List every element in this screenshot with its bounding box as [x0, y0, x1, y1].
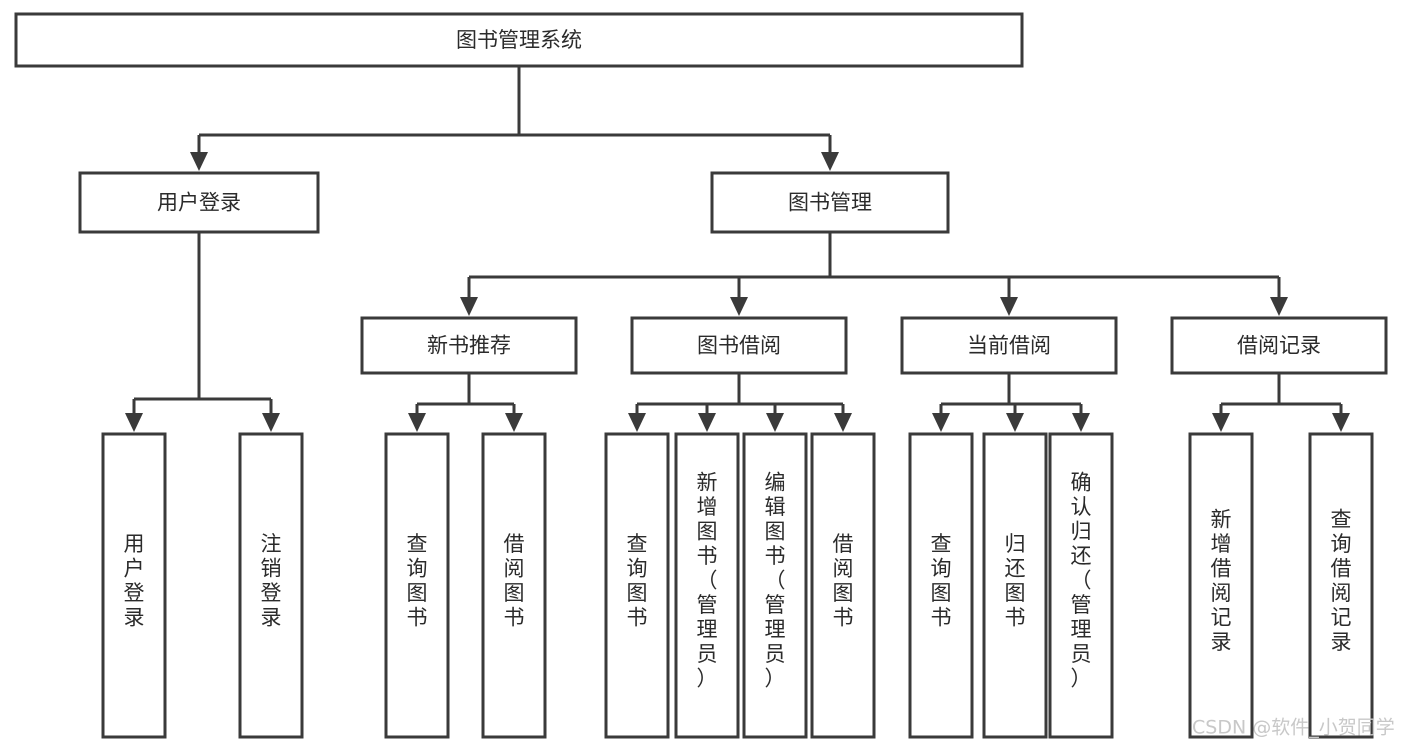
node-box-current-borrow[interactable] [900, 316, 1118, 375]
node-box-leaf-add-book[interactable] [674, 432, 740, 739]
node-label-leaf-edit-book: 编辑图书（管理员） [765, 471, 786, 691]
node-label-leaf-user-login: 用户登录 [124, 532, 145, 630]
node-label-leaf-add-book: 新增图书（管理员） [697, 471, 718, 691]
node-label-leaf-borrow-book-1: 借阅图书 [504, 532, 525, 630]
node-label-leaf-return-book: 归还图书 [1005, 532, 1026, 630]
node-label-borrow-record: 借阅记录 [1237, 334, 1321, 358]
node-current-borrow[interactable]: 当前借阅 [900, 316, 1118, 375]
node-leaf-logout[interactable]: 注销登录 [238, 432, 304, 739]
node-layer: 图书管理系统用户登录图书管理新书推荐图书借阅当前借阅借阅记录用户登录注销登录查询… [14, 12, 1388, 739]
node-label-new-book-rec: 新书推荐 [427, 334, 511, 358]
node-leaf-borrow-book-2[interactable]: 借阅图书 [810, 432, 876, 739]
node-label-leaf-add-record: 新增借阅记录 [1211, 507, 1232, 654]
node-book-manage[interactable]: 图书管理 [710, 171, 950, 234]
node-box-leaf-logout[interactable] [238, 432, 304, 739]
node-box-leaf-add-record[interactable] [1188, 432, 1254, 739]
node-box-leaf-query-book-3[interactable] [908, 432, 974, 739]
node-leaf-add-record[interactable]: 新增借阅记录 [1188, 432, 1254, 739]
node-box-leaf-return-book[interactable] [982, 432, 1048, 739]
node-leaf-borrow-book-1[interactable]: 借阅图书 [481, 432, 547, 739]
node-leaf-add-book[interactable]: 新增图书（管理员） [674, 432, 740, 739]
node-box-new-book-rec[interactable] [360, 316, 578, 375]
connector-user-login [125, 232, 280, 432]
node-leaf-query-book-2[interactable]: 查询图书 [604, 432, 670, 739]
connector-book-borrow [628, 373, 852, 432]
connector-current-borrow [932, 373, 1090, 432]
node-leaf-return-book[interactable]: 归还图书 [982, 432, 1048, 739]
connector-layer [125, 66, 1350, 432]
node-label-leaf-query-record: 查询借阅记录 [1331, 507, 1352, 654]
node-label-book-borrow: 图书借阅 [697, 334, 781, 358]
node-leaf-confirm-return[interactable]: 确认归还（管理员） [1048, 432, 1114, 739]
watermark-layer: CSDN @软件_小贺同学 [1192, 717, 1395, 739]
node-box-user-login[interactable] [78, 171, 320, 234]
node-label-leaf-confirm-return: 确认归还（管理员） [1071, 471, 1092, 691]
node-label-leaf-logout: 注销登录 [261, 532, 282, 630]
node-user-login[interactable]: 用户登录 [78, 171, 320, 234]
node-label-book-manage: 图书管理 [788, 191, 872, 215]
connector-borrow-record [1212, 373, 1350, 432]
node-leaf-query-book-3[interactable]: 查询图书 [908, 432, 974, 739]
csdn-watermark: CSDN @软件_小贺同学 [1192, 717, 1395, 739]
node-leaf-user-login[interactable]: 用户登录 [101, 432, 167, 739]
node-new-book-rec[interactable]: 新书推荐 [360, 316, 578, 375]
node-label-root: 图书管理系统 [456, 28, 582, 52]
node-borrow-record[interactable]: 借阅记录 [1170, 316, 1388, 375]
node-box-leaf-query-book-1[interactable] [384, 432, 450, 739]
node-label-leaf-query-book-2: 查询图书 [627, 532, 648, 630]
node-book-borrow[interactable]: 图书借阅 [630, 316, 848, 375]
node-box-book-borrow[interactable] [630, 316, 848, 375]
node-box-leaf-edit-book[interactable] [742, 432, 808, 739]
node-leaf-query-book-1[interactable]: 查询图书 [384, 432, 450, 739]
node-label-current-borrow: 当前借阅 [967, 334, 1051, 358]
node-label-leaf-borrow-book-2: 借阅图书 [833, 532, 854, 630]
node-label-leaf-query-book-1: 查询图书 [407, 532, 428, 630]
node-leaf-query-record[interactable]: 查询借阅记录 [1308, 432, 1374, 739]
node-box-book-manage[interactable] [710, 171, 950, 234]
node-box-leaf-user-login[interactable] [101, 432, 167, 739]
node-box-leaf-borrow-book-1[interactable] [481, 432, 547, 739]
node-box-leaf-query-book-2[interactable] [604, 432, 670, 739]
node-box-leaf-confirm-return[interactable] [1048, 432, 1114, 739]
node-label-leaf-query-book-3: 查询图书 [931, 532, 952, 630]
node-box-root[interactable] [14, 12, 1024, 68]
connector-new-book-rec [408, 373, 523, 432]
connector-book-manage [460, 232, 1288, 316]
node-box-leaf-query-record[interactable] [1308, 432, 1374, 739]
node-root[interactable]: 图书管理系统 [14, 12, 1024, 68]
node-box-borrow-record[interactable] [1170, 316, 1388, 375]
node-box-leaf-borrow-book-2[interactable] [810, 432, 876, 739]
node-leaf-edit-book[interactable]: 编辑图书（管理员） [742, 432, 808, 739]
connector-root [190, 66, 839, 171]
node-label-user-login: 用户登录 [157, 191, 241, 215]
